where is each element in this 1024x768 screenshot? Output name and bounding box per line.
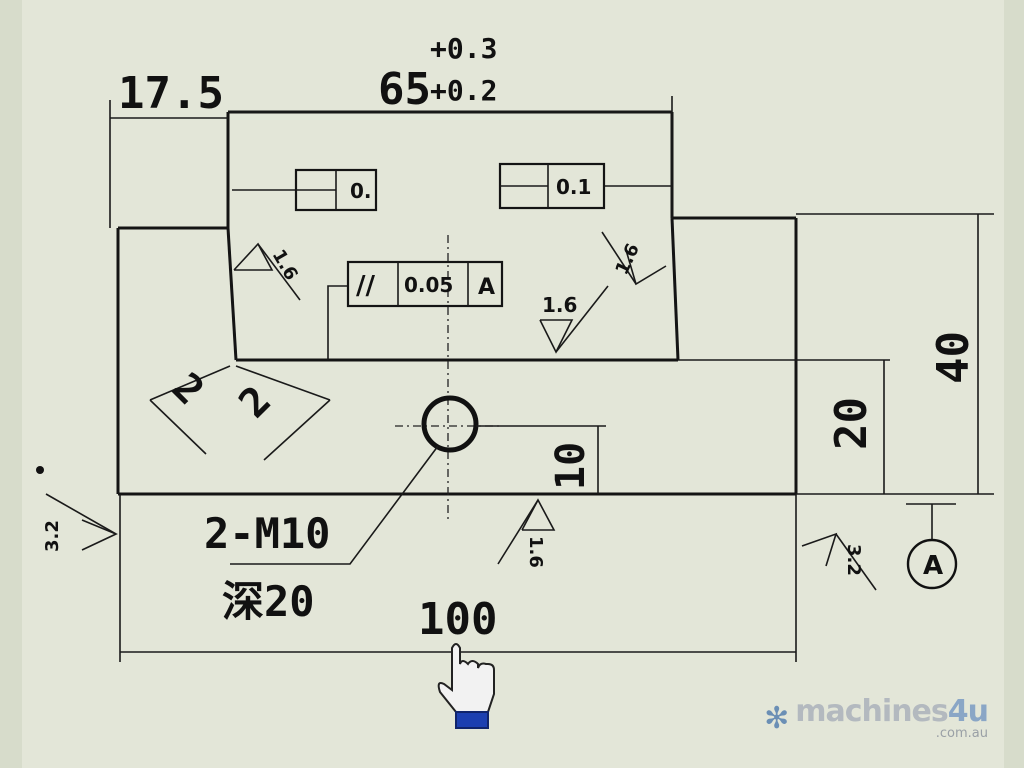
dim-hole-height: 10 bbox=[548, 442, 594, 490]
dim-tol-upper: +0.3 bbox=[430, 32, 497, 65]
dim-height-total: 40 bbox=[928, 331, 979, 384]
tolerance-frame-left bbox=[294, 168, 378, 212]
frame-right-value: 0.1 bbox=[556, 175, 591, 199]
frame-left-value: 0. bbox=[350, 179, 372, 203]
parallelism-frame bbox=[346, 260, 504, 308]
dot-mark bbox=[36, 466, 44, 474]
dim-tol-lower: +0.2 bbox=[430, 74, 497, 107]
dim-height-step: 20 bbox=[826, 397, 877, 450]
hand-cursor-icon bbox=[437, 643, 495, 729]
dim-offset: 17.5 bbox=[118, 68, 224, 119]
finish-left: 3.2 bbox=[42, 520, 63, 552]
parallel-datum: A bbox=[478, 275, 495, 300]
snowflake-icon: ✻ bbox=[764, 700, 790, 736]
thread-spec: 2-M10 bbox=[204, 509, 330, 558]
dim-width-total: 100 bbox=[418, 594, 497, 645]
watermark-domain: .com.au bbox=[935, 726, 988, 741]
finish-right: 3.2 bbox=[843, 544, 864, 576]
thread-depth: 深20 bbox=[222, 577, 315, 626]
dimension-lines bbox=[109, 96, 994, 662]
watermark: ✻ machines4u .com.au bbox=[764, 694, 989, 741]
parallel-value: 0.05 bbox=[404, 273, 453, 297]
threaded-hole bbox=[421, 395, 479, 453]
watermark-brand: machines4u bbox=[795, 694, 989, 729]
finish-middle: 1.6 bbox=[542, 293, 577, 317]
surface-finish-symbols bbox=[45, 231, 877, 591]
finish-bottom: 1.6 bbox=[525, 536, 546, 568]
datum-symbol bbox=[906, 538, 958, 590]
parallel-symbol: // bbox=[356, 271, 375, 301]
dim-length: 65 bbox=[378, 64, 431, 115]
tolerance-frame-right bbox=[498, 162, 606, 210]
datum-label: A bbox=[923, 551, 943, 581]
